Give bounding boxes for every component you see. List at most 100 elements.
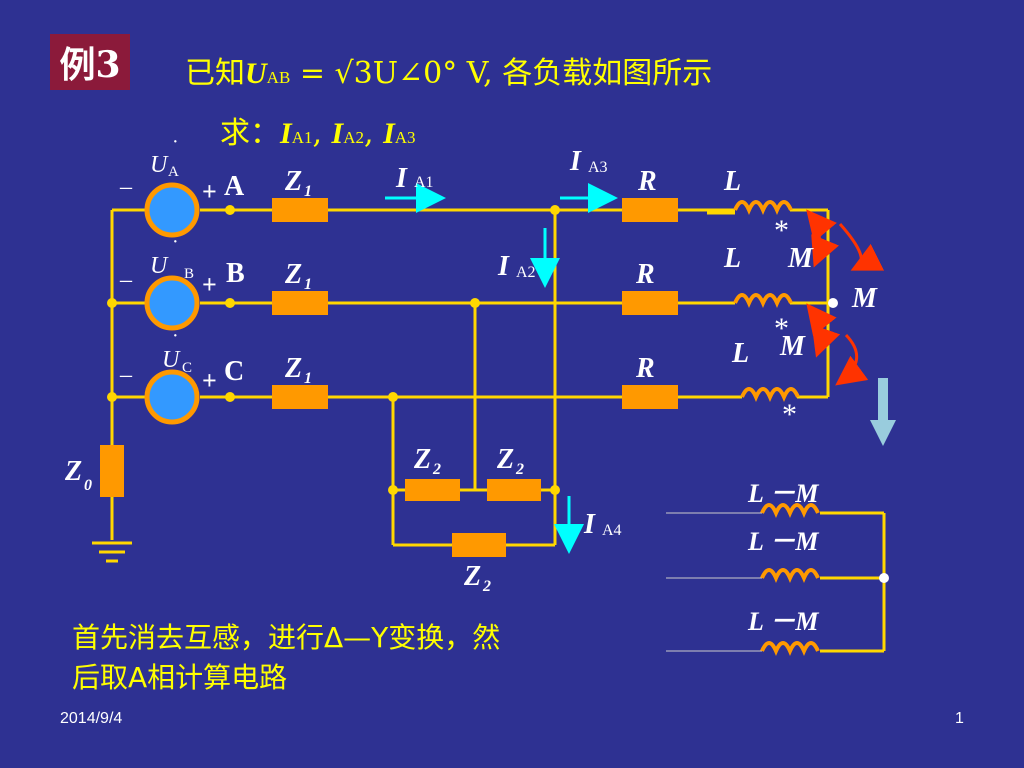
z0 [100,445,124,497]
z2-bottom [452,533,506,557]
dot-a: · [172,131,179,153]
equiv-thin-wires [666,512,762,652]
star-a: * [774,214,789,247]
z2-left [405,479,460,501]
ia1-sub: A1 [414,174,434,191]
equiv-label-2: L －M [747,527,819,556]
z2-left-sub: 2 [432,461,441,478]
current-arrows [385,183,618,554]
plus-c: + [202,366,217,395]
impedances [100,198,678,557]
node-b-label: B [226,258,245,289]
r-b [622,291,678,315]
source-c [144,369,200,425]
dot-b: · [172,231,179,253]
m-ac-label: M [851,283,878,314]
r-c-label: R [635,353,655,384]
given-voltage-sub: AB [266,68,291,87]
inductors [733,200,820,656]
node-c-label: C [224,356,244,387]
ask-sub-2: A2 [343,128,365,147]
ia2-label: I [497,251,510,282]
z1-c-label: Z [284,353,302,384]
ground-icon [92,541,132,563]
inductor-c [740,387,800,402]
l-c-label: L [731,338,749,369]
plus-a: + [202,177,217,206]
r-a [622,198,678,222]
ia4-label: I [583,509,596,540]
ia1-label: I [395,163,408,194]
ia3-label: I [569,146,582,177]
z0-sub: 0 [84,477,92,494]
z1-b [272,291,328,315]
inductor-a [733,200,793,215]
z1-a [272,198,328,222]
equiv-label-3: L －M [747,607,819,636]
source-a-sub: A [168,164,179,180]
ask-sub-1: A1 [291,128,313,147]
note-line-1: 首先消去互感，进行Δ—Y变换，然 [72,621,501,654]
circuit-labels: U A · U B · U C · – – – + + + A B C Z 1 … [64,131,878,636]
ask-prefix: 求： [220,116,280,151]
nodes [107,205,889,583]
r-a-label: R [637,166,657,197]
down-arrow-icon [870,378,896,446]
minus-c: – [119,362,133,388]
z2-bottom-sub: 2 [482,578,491,595]
z2-bottom-label: Z [463,561,481,592]
given-voltage-symbol: U [245,57,267,90]
equiv-inductor-3 [760,641,820,656]
star-c: * [782,398,797,431]
note-line-2: 后取A相计算电路 [72,661,288,694]
z2-left-label: Z [413,444,431,475]
source-a-label: U [150,152,169,178]
source-b-label: U [150,253,169,279]
equiv-inductor-1 [760,503,820,518]
given-prefix: 已知 [185,56,245,91]
minus-a: – [119,174,133,200]
ask-current-3: I [383,117,395,150]
equiv-label-1: L －M [747,479,819,508]
z1-a-label: Z [284,166,302,197]
z1-c [272,385,328,409]
z0-label: Z [64,456,82,487]
z1-b-sub: 1 [304,276,312,293]
l-a-label: L [723,166,741,197]
footer-page-number: 1 [955,710,964,727]
ia4-sub: A4 [602,522,622,539]
plus-b: + [202,270,217,299]
m-bc-label: M [779,331,806,362]
m-ab-label: M [787,243,814,274]
inductor-b [733,293,793,308]
source-a [144,182,200,238]
z1-b-label: Z [284,259,302,290]
z2-right-sub: 2 [515,461,524,478]
minus-b: – [119,267,133,293]
given-rest: = √3U∠0° V, 各负载如图所示 [290,56,713,91]
source-b-sub: B [184,266,194,282]
r-c [622,385,678,409]
given-statement: 已知UAB = √3U∠0° V, 各负载如图所示 [185,48,712,92]
ask-statement: 求：IA1, IA2, IA3 [220,116,416,151]
r-b-label: R [635,259,655,290]
footer-date: 2014/9/4 [60,710,123,727]
explanation-note: 首先消去互感，进行Δ—Y变换，然 后取A相计算电路 [72,618,632,698]
z1-a-sub: 1 [304,183,312,200]
ask-current-1: I [280,117,292,150]
ia3-sub: A3 [588,159,608,176]
z2-right-label: Z [496,444,514,475]
ask-current-2: I [331,117,344,150]
mutual-arrows [806,209,885,386]
ask-sub-3: A3 [394,128,416,147]
source-c-label: U [162,347,181,373]
source-c-sub: C [182,360,192,376]
example-label: 例3 [50,34,130,90]
source-b [144,275,200,331]
dot-c: · [172,325,179,347]
node-a-label: A [224,171,245,202]
l-b-label: L [723,243,741,274]
ia2-sub: A2 [516,264,536,281]
